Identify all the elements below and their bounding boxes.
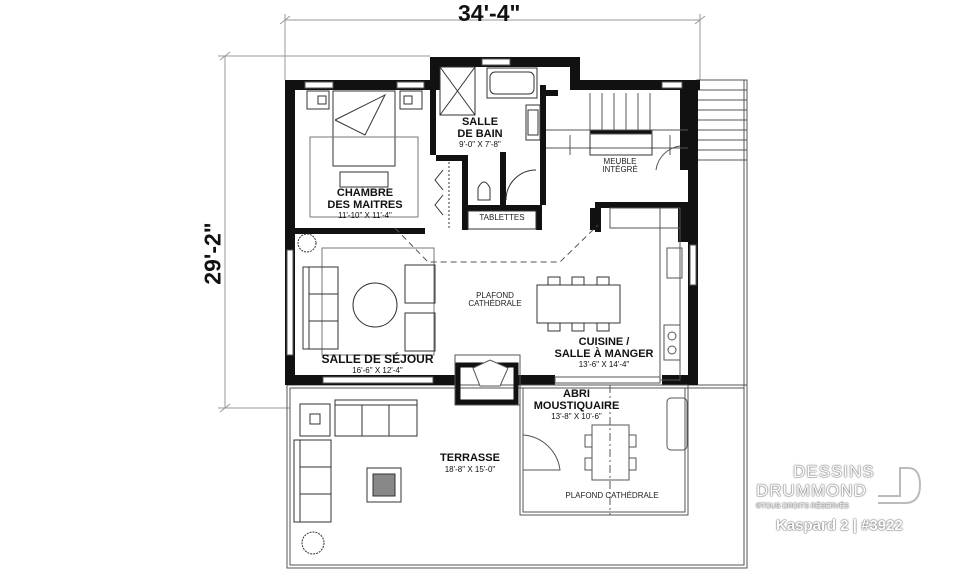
brand-name-line1: DESSINS xyxy=(793,462,875,481)
room-living: SALLE DE SÉJOUR 16'-6" X 12'-4" xyxy=(321,352,434,375)
tablettes-box xyxy=(467,210,537,230)
note-tablettes: TABLETTES xyxy=(479,213,525,222)
living-furniture xyxy=(297,233,436,356)
room-kitchen-dining: CUISINE / SALLE À MANGER 13'-6" X 14'-4" xyxy=(554,336,654,370)
room-master-bedroom: CHAMBRE DES MAITRES 11'-10" X 11'-4" xyxy=(327,187,403,221)
deck-stairs xyxy=(697,89,747,151)
room-terrace: TERRASSE 18'-8" X 15'-0" xyxy=(440,452,500,474)
room-screened-porch: ABRI MOUSTIQUAIRE 13'-8" X 10'-6" xyxy=(533,388,620,422)
screened-porch xyxy=(519,384,689,516)
dining-table xyxy=(536,276,621,332)
dimension-lines xyxy=(218,14,706,413)
note-built-in-furniture: MEUBLE INTÉGRÉ xyxy=(602,157,638,175)
kitchen-counter xyxy=(609,207,683,381)
model-name: Kaspard 2 | #3922 xyxy=(776,517,903,534)
room-bathroom: SALLE DE BAIN 9'-0" X 7'-8" xyxy=(457,116,503,150)
terrace-furniture xyxy=(293,399,418,555)
ceiling-line xyxy=(394,224,599,263)
note-porch-cathedral-ceiling: PLAFOND CATHÉDRALE xyxy=(565,491,659,500)
terrace-outline xyxy=(286,79,748,569)
brand-logo-icon xyxy=(878,467,922,504)
interior-stairs xyxy=(546,93,688,171)
overall-width-label: 34'-4" xyxy=(458,0,521,26)
windows xyxy=(286,58,697,384)
bath-fixtures xyxy=(439,66,541,201)
overall-depth-label: 29'-2" xyxy=(199,222,226,285)
brand-copyright: ©TOUS DROITS RÉSERVÉS xyxy=(756,503,849,510)
brand-name-line2: DRUMMOND xyxy=(756,481,867,500)
note-cathedral-ceiling: PLAFOND CATHÉDRALE xyxy=(468,291,522,309)
bedroom-furniture xyxy=(306,90,450,228)
fireplace xyxy=(454,354,521,406)
